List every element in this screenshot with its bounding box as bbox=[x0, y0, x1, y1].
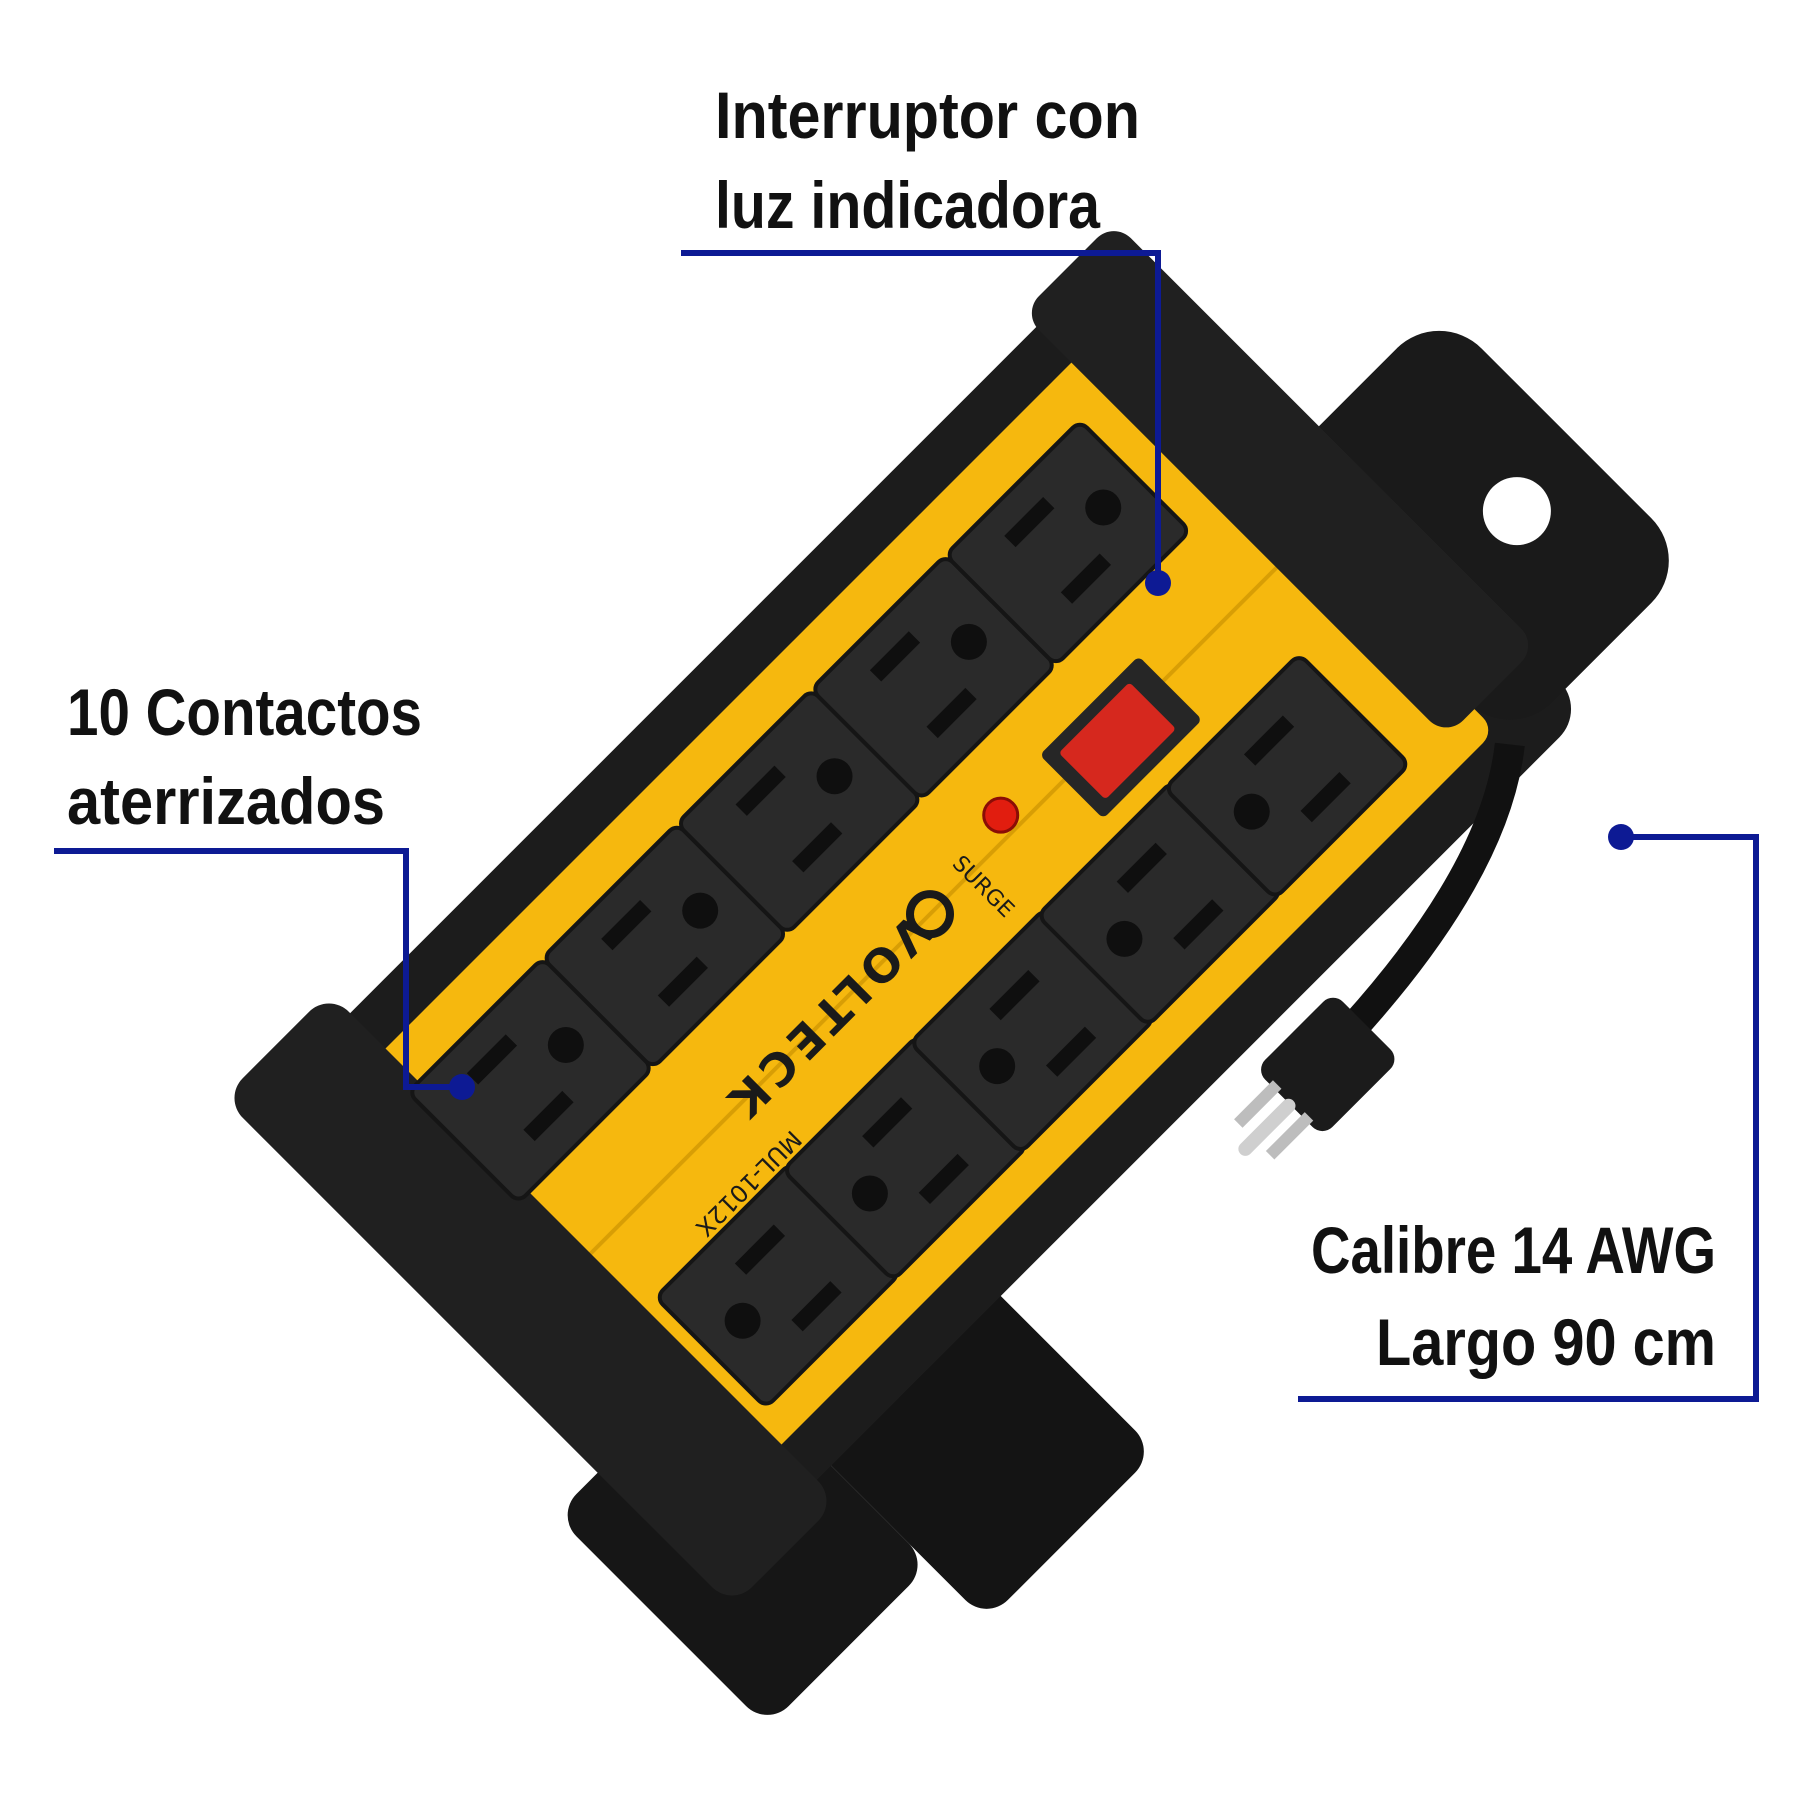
outlet-slot bbox=[1116, 842, 1167, 893]
power-cord bbox=[1234, 742, 1525, 1160]
outlet-slot bbox=[523, 1090, 574, 1142]
callout-switch-line2: luz indicadora bbox=[715, 168, 1101, 242]
outlet-slot bbox=[926, 687, 977, 739]
outlet[interactable] bbox=[543, 824, 788, 1069]
yellow-housing bbox=[371, 341, 1489, 1459]
outlet-ground-hole bbox=[979, 1048, 1016, 1085]
plug-prong bbox=[1234, 1080, 1282, 1128]
outlet-slot bbox=[792, 822, 843, 873]
outlet[interactable] bbox=[1165, 654, 1410, 899]
outlet-slot bbox=[989, 970, 1040, 1021]
callout-cord-dot bbox=[1608, 824, 1634, 850]
switch-rocker-red[interactable] bbox=[1059, 682, 1176, 799]
hanging-hole bbox=[1482, 477, 1551, 546]
plug-prong bbox=[1265, 1112, 1314, 1160]
outlet-ground-hole bbox=[682, 892, 719, 929]
outlet-slot bbox=[1243, 715, 1295, 766]
callout-outlets: 10 Contactos aterrizados bbox=[54, 675, 475, 1100]
outlet-ground-hole bbox=[724, 1302, 761, 1339]
outlet-ground-hole bbox=[1085, 489, 1122, 526]
power-strip: SURGE VOLTECK MUL-1012X bbox=[234, 231, 1669, 1715]
callout-cord-leader-line bbox=[1298, 834, 1759, 1402]
outlet[interactable] bbox=[811, 555, 1056, 800]
outlet-ground-hole bbox=[1233, 793, 1270, 830]
outlet-slot bbox=[466, 1034, 518, 1085]
outlet[interactable] bbox=[946, 421, 1191, 666]
hanging-tab bbox=[1280, 330, 1669, 720]
callout-cord-line2: Largo 90 cm bbox=[1376, 1305, 1716, 1379]
callout-cord: Calibre 14 AWG Largo 90 cm bbox=[1298, 824, 1759, 1402]
outlet-slot bbox=[862, 1097, 913, 1148]
outlet-slot bbox=[1300, 772, 1351, 823]
callout-switch-line1: Interruptor con bbox=[715, 78, 1140, 152]
outlet-slot bbox=[791, 1281, 842, 1332]
callout-cord-line1: Calibre 14 AWG bbox=[1311, 1213, 1716, 1287]
callout-outlets-leader-line bbox=[54, 848, 462, 1090]
end-bumper-bottom bbox=[234, 1003, 827, 1596]
outlet-slot bbox=[1173, 899, 1224, 950]
outlet-ground-hole bbox=[851, 1175, 888, 1212]
outlet-slot bbox=[657, 956, 708, 1007]
brand-swirl-icon bbox=[906, 890, 954, 939]
outlet-slot bbox=[1004, 496, 1055, 548]
outlet-ground-hole bbox=[950, 623, 987, 660]
outlet-slot bbox=[734, 1224, 786, 1275]
outlet-ground-hole bbox=[1106, 920, 1143, 957]
outlet-slot bbox=[735, 765, 786, 816]
outlet-slot bbox=[601, 900, 652, 951]
plug-body bbox=[1261, 997, 1395, 1132]
housing-seam bbox=[567, 537, 1307, 1277]
callout-outlets-line2: aterrizados bbox=[67, 764, 385, 838]
callout-switch-leader-line bbox=[681, 250, 1161, 583]
outlet-ground-hole bbox=[547, 1026, 584, 1063]
outlet-slot bbox=[1060, 553, 1112, 604]
callout-switch: Interruptor con luz indicadora bbox=[681, 78, 1171, 596]
outlet-slot bbox=[918, 1153, 969, 1205]
outlet-slot bbox=[869, 631, 921, 682]
callout-outlets-line1: 10 Contactos bbox=[67, 675, 422, 749]
callout-outlets-dot bbox=[449, 1074, 475, 1100]
power-switch[interactable] bbox=[1040, 656, 1203, 819]
callout-switch-dot bbox=[1145, 570, 1171, 596]
outlet-ground-hole bbox=[816, 758, 853, 795]
outlet-slot bbox=[1045, 1026, 1097, 1077]
plug-ground-pin bbox=[1238, 1098, 1296, 1156]
surge-indicator-light bbox=[982, 796, 1020, 834]
